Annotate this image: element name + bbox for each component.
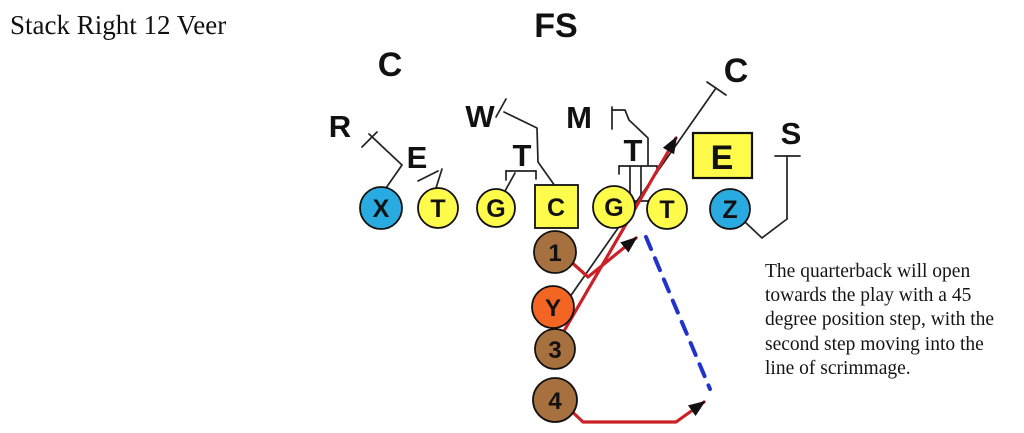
tackle-right-label: T <box>624 133 643 168</box>
center-letter: C <box>547 194 565 222</box>
block-tick <box>706 81 727 96</box>
flanker-letter: Z <box>722 196 737 224</box>
rover-label: R <box>329 109 351 144</box>
block-line-center-to-will <box>495 98 556 187</box>
strong-safety-label: S <box>781 116 802 151</box>
y-back-letter: Y <box>545 295 561 322</box>
block-tick <box>495 98 507 118</box>
corner-left-label: C <box>378 46 403 84</box>
quarterback-number: 1 <box>548 240 561 267</box>
dive-back-3: 3 <box>534 328 576 370</box>
split-end-letter: X <box>373 195 390 223</box>
dive-back-number: 3 <box>548 337 561 364</box>
block-tick <box>361 131 378 148</box>
pitch-path-dashed <box>644 235 712 391</box>
play-title: Stack Right 12 Veer <box>10 10 227 40</box>
right-tackle-letter: T <box>659 196 674 224</box>
pitch-back-number: 4 <box>548 388 562 415</box>
left-guard-letter: G <box>486 195 505 223</box>
right-guard-letter: G <box>604 194 623 222</box>
left-guard: G <box>476 188 516 228</box>
block-line-to-mike <box>611 106 649 166</box>
will-linebacker-label: W <box>465 99 495 134</box>
left-tackle: T <box>417 187 459 229</box>
left-tackle-letter: T <box>430 195 445 223</box>
coaching-note: The quarterback will open towards the pl… <box>765 261 995 379</box>
end-right-label: E <box>711 139 734 177</box>
free-safety-label: FS <box>534 7 577 45</box>
y-back: Y <box>531 285 575 329</box>
mike-linebacker-label: M <box>566 100 592 135</box>
block-tick <box>417 170 439 182</box>
block-line-tackle-to-end-left <box>417 168 443 189</box>
corner-right-label: C <box>724 52 749 90</box>
pitch-back-route <box>561 400 706 424</box>
tackle-left-label: T <box>513 138 532 173</box>
tackle-right-alignment-marker <box>618 165 658 202</box>
block-line-x-to-rover <box>361 131 403 189</box>
tackle-left-alignment-marker <box>504 170 537 192</box>
qb-open-step-route <box>567 236 638 279</box>
split-end-x: X <box>359 186 403 230</box>
pitch-back-4: 4 <box>532 377 578 423</box>
right-guard: G <box>592 185 636 229</box>
block-line-z-to-strong-safety <box>744 155 801 239</box>
right-tackle: T <box>646 188 688 230</box>
dive-route <box>562 136 678 333</box>
quarterback-1: 1 <box>533 230 577 274</box>
block-line-guard-to-tackle-left <box>504 172 516 192</box>
flanker-z: Z <box>709 188 751 230</box>
end-right-boxed: E <box>691 131 754 180</box>
end-left-label: E <box>407 140 428 175</box>
center: C <box>534 184 579 229</box>
